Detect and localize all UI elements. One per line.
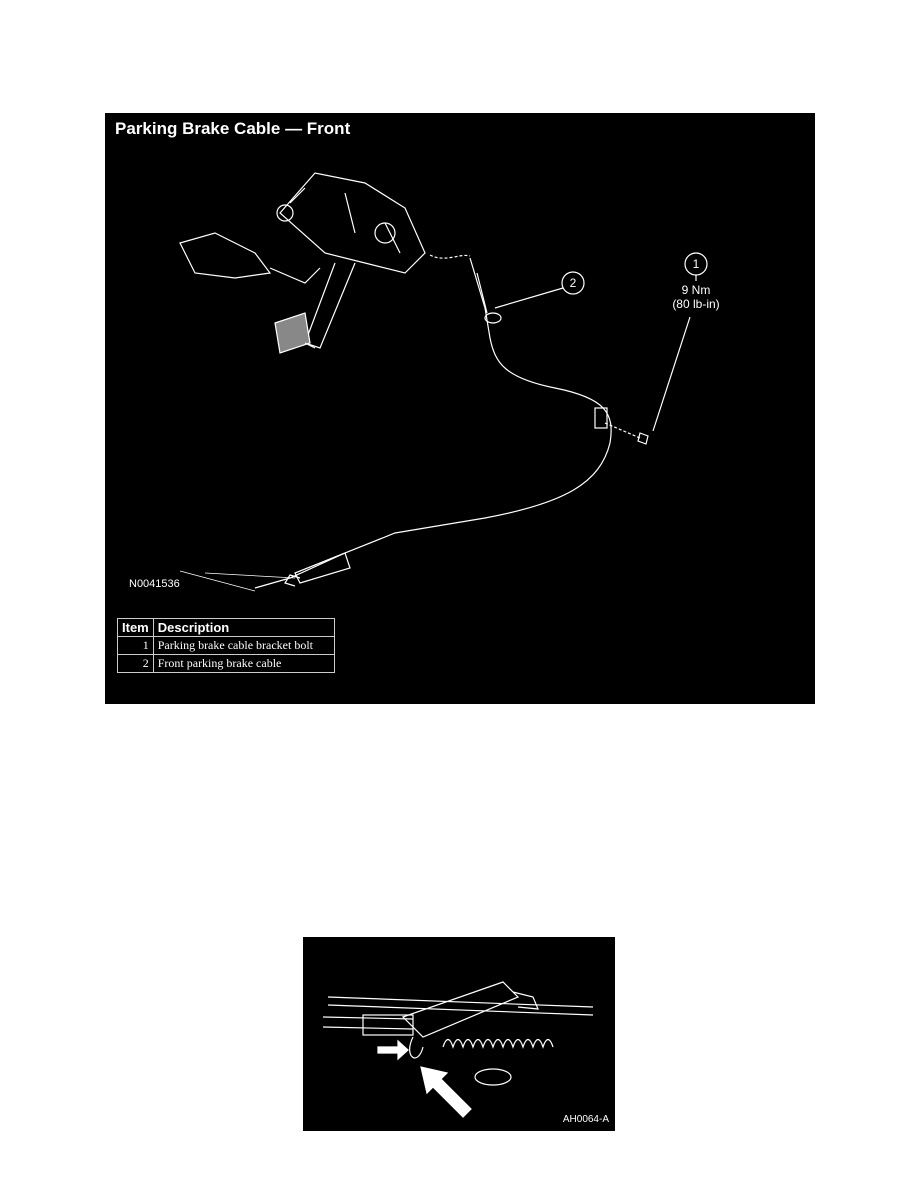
item-number: 2 bbox=[117, 654, 154, 673]
header-description: Description bbox=[152, 618, 336, 637]
callout-2-number: 2 bbox=[569, 276, 577, 290]
item-description-table: Item Description 1 Parking brake cable b… bbox=[117, 618, 336, 673]
table-header-row: Item Description bbox=[117, 618, 336, 637]
item-description: Parking brake cable bracket bolt bbox=[152, 636, 336, 655]
table-row: 1 Parking brake cable bracket bolt bbox=[117, 636, 336, 655]
image-code: N0041536 bbox=[129, 578, 180, 590]
parking-brake-cable-figure: Parking Brake Cable — Front 2 1 9 Nm (80… bbox=[105, 113, 815, 704]
callout-1-torque-alt: (80 lb-in) bbox=[672, 297, 720, 311]
figure-title: Parking Brake Cable — Front bbox=[115, 119, 351, 138]
callout-1-torque: 9 Nm bbox=[681, 283, 711, 297]
header-item: Item bbox=[117, 618, 154, 637]
cable-connector-illustration bbox=[322, 981, 594, 1118]
image-code: AH0064-A bbox=[562, 1114, 609, 1125]
table-row: 2 Front parking brake cable bbox=[117, 654, 336, 673]
item-number: 1 bbox=[117, 636, 154, 655]
cable-connector-figure: AH0064-A bbox=[303, 937, 615, 1131]
callout-1-number: 1 bbox=[692, 257, 700, 271]
item-description: Front parking brake cable bbox=[152, 654, 336, 673]
parking-brake-illustration bbox=[179, 172, 708, 592]
